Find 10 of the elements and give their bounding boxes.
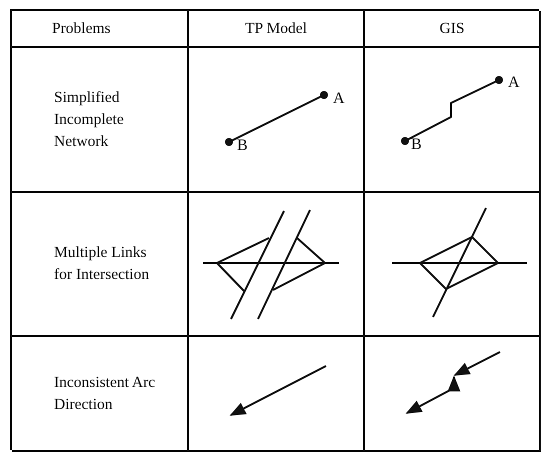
- point-label: B: [411, 137, 422, 153]
- column-header: Problems: [52, 18, 111, 38]
- column-header: GIS: [440, 18, 464, 38]
- row-header: Inconsistent Arc Direction: [54, 372, 156, 414]
- row-header: Multiple Links for Intersection: [54, 243, 150, 285]
- row-header: Simplified Incomplete Network: [54, 88, 125, 152]
- point-label: A: [333, 91, 345, 107]
- column-header: TP Model: [245, 18, 307, 38]
- point-label: B: [237, 138, 248, 154]
- point-label: A: [508, 75, 520, 91]
